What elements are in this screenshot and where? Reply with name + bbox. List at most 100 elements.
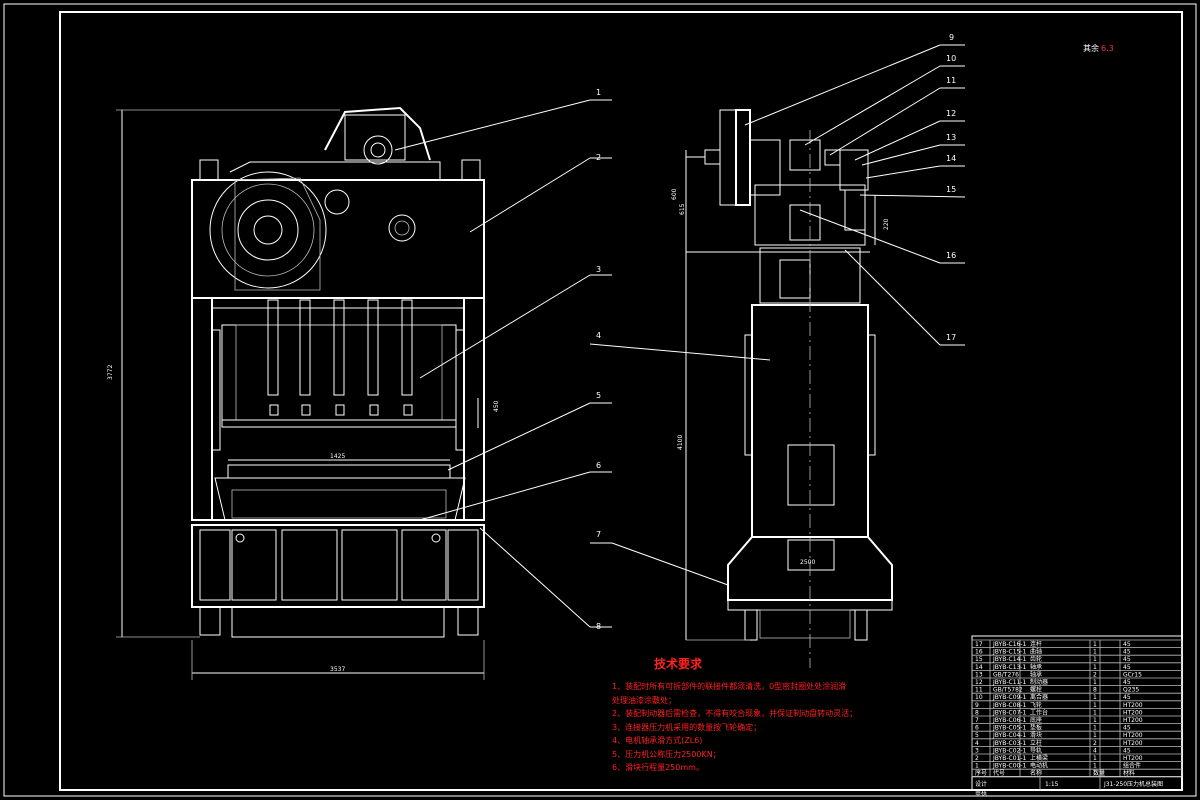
title-block-cell: GCr15 xyxy=(1123,671,1142,678)
balloon-10: 10 xyxy=(946,54,956,63)
balloon-3: 3 xyxy=(596,265,601,274)
title-block-cell: 电动机 xyxy=(1030,762,1048,770)
roughness-symbol: 6.3 xyxy=(1101,44,1114,53)
title-block-cell: HT200 xyxy=(1123,740,1143,747)
balloon-14: 14 xyxy=(946,154,956,163)
balloon-11: 11 xyxy=(946,76,956,85)
title-block-cell: 材料 xyxy=(1123,769,1135,777)
title-block-cell: 8 xyxy=(975,709,979,716)
title-block-cell: 1 xyxy=(1093,679,1097,686)
technical-requirements: 技术要求 1、装配时所有可拆部件的联接件都须清洗，0型密封圈处处涂润滑 处理油漆… xyxy=(612,655,932,775)
title-block-cell: 10 xyxy=(975,694,983,701)
balloon-4: 4 xyxy=(596,331,601,340)
title-block-cell: 45 xyxy=(1123,664,1131,671)
dim-side-height: 4100 xyxy=(677,435,684,450)
tech-req-item: 5、压力机公称压力2500KN； xyxy=(612,749,721,759)
title-block-cell: 1 xyxy=(1093,664,1097,671)
balloon-5: 5 xyxy=(596,391,601,400)
dim-top-offset-b: 615 xyxy=(679,203,686,215)
dim-top-offset-a: 600 xyxy=(671,188,678,200)
title-block-checker: 审核 xyxy=(975,789,987,797)
title-block-cell: 45 xyxy=(1123,747,1131,754)
tech-req-item: 3、连接器压力机采用的数量按飞轮确定； xyxy=(612,722,762,732)
title-block-cell: JBYB-C14-1 xyxy=(992,656,1026,663)
title-block-cell: 2 xyxy=(1093,740,1097,747)
title-block-cell: JBYB-C07-1 xyxy=(992,709,1026,716)
tech-req-item: 1、装配时所有可拆部件的联接件都须清洗，0型密封圈处处涂润滑 xyxy=(612,682,847,691)
balloon-17: 17 xyxy=(946,333,956,342)
title-block-cell: 底座 xyxy=(1030,716,1042,724)
title-block-cell: 离合器 xyxy=(1030,693,1048,701)
title-block-cell: 16 xyxy=(975,649,983,656)
title-block-cell: JBYB-C06-1 xyxy=(992,717,1026,724)
title-block-drawing-title: J31-250压力机总装图 xyxy=(1103,780,1163,788)
title-block-cell: 4 xyxy=(1093,747,1097,754)
title-block-cell: HT200 xyxy=(1123,709,1143,716)
title-block-cell: 6 xyxy=(975,725,979,732)
title-block-cell: 8 xyxy=(1093,687,1097,694)
title-block-cell: 1 xyxy=(1093,694,1097,701)
outer-frame xyxy=(3,3,1197,797)
title-block-cell: 轴承 xyxy=(1030,670,1042,678)
title-block-cell: 11 xyxy=(975,687,983,694)
title-block-cell: 立柱 xyxy=(1030,739,1042,747)
title-block-cell: 7 xyxy=(975,717,979,724)
title-block-cell: 1 xyxy=(1093,755,1097,762)
title-block-cell: 1 xyxy=(1093,649,1097,656)
title-block-cell: 45 xyxy=(1123,694,1131,701)
dim-front-width: 3537 xyxy=(330,666,345,673)
title-block-cell: 1 xyxy=(1093,732,1097,739)
title-block-cell: 垫板 xyxy=(1030,724,1042,732)
title-block-cell: 1 xyxy=(1093,725,1097,732)
side-dimensions xyxy=(685,150,876,641)
title-block-cell: 导轨 xyxy=(1030,746,1042,754)
title-block-cell: HT200 xyxy=(1123,732,1143,739)
title-block-cell: 17 xyxy=(975,641,983,648)
title-block-cell: 2 xyxy=(1093,671,1097,678)
title-block-cell: 5 xyxy=(975,732,979,739)
title-block-cell: 制动器 xyxy=(1030,678,1048,686)
title-block-cell: 45 xyxy=(1123,656,1131,663)
title-block-cell: JBYB-C01-1 xyxy=(992,755,1026,762)
front-view xyxy=(191,106,485,638)
balloon-1: 1 xyxy=(596,88,601,97)
title-block-cell: 组合件 xyxy=(1123,762,1141,770)
title-block-cell: 1 xyxy=(1093,656,1097,663)
title-block-cell: GB/T276 xyxy=(993,671,1019,678)
front-dimensions xyxy=(116,109,485,680)
title-block-cell: 9 xyxy=(975,702,979,709)
title-block-cell: 15 xyxy=(975,656,983,663)
dim-bed-width: 1425 xyxy=(330,453,345,460)
dim-slide-stroke: 450 xyxy=(493,400,500,412)
title-block-cell: 代号 xyxy=(993,769,1005,777)
title-block-cell: 1 xyxy=(1093,763,1097,770)
title-block-cell: 45 xyxy=(1123,679,1131,686)
title-block-cell: 1 xyxy=(1093,702,1097,709)
balloon-2: 2 xyxy=(596,153,601,162)
title-block-cell: 飞轮 xyxy=(1030,701,1042,709)
balloon-16: 16 xyxy=(946,251,956,260)
balloon-15: 15 xyxy=(946,185,956,194)
title-block-cell: JBYB-C13-1 xyxy=(992,664,1026,671)
tech-req-item: 处理油漆涂敷处； xyxy=(612,695,676,705)
dim-shaft-dia: 220 xyxy=(883,218,890,230)
tech-req-item: 4、电机轴承滑方式(ZL6) xyxy=(612,736,703,745)
title-block-cell: JBYB-C15-1 xyxy=(992,649,1026,656)
title-block-cell: HT200 xyxy=(1123,717,1143,724)
title-block-cell: 1 xyxy=(1093,717,1097,724)
tech-req-item: 6、滑块行程量250mm。 xyxy=(612,763,704,772)
surface-finish-text: 其余 xyxy=(1083,44,1099,53)
title-block-cell: JBYB-C03-1 xyxy=(992,740,1026,747)
title-block-cell: HT200 xyxy=(1123,702,1143,709)
balloon-8: 8 xyxy=(596,622,601,631)
title-block-designer: 设计 xyxy=(975,780,987,788)
title-block-cell: JBYB-C04-1 xyxy=(992,732,1026,739)
title-block-cell: 12 xyxy=(975,679,983,686)
title-block-cell: 工作台 xyxy=(1030,708,1048,716)
title-block-cell: 齿轮 xyxy=(1030,655,1042,663)
title-block-cell: 连杆 xyxy=(1030,640,1042,648)
title-block-cell: 轴承 xyxy=(1030,663,1042,671)
